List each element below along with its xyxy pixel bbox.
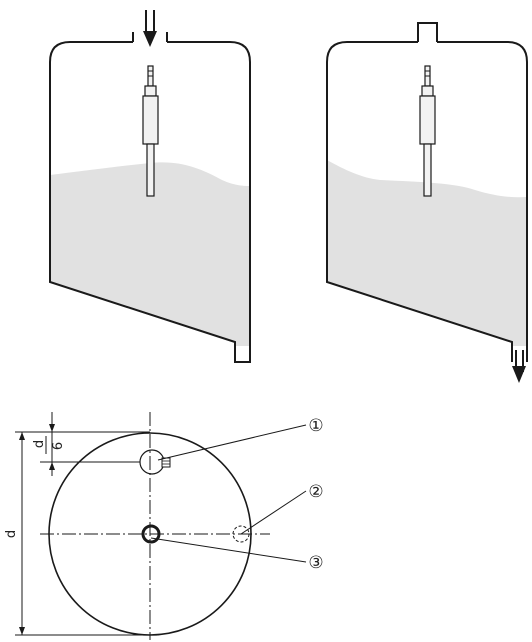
liquid-fill-right	[327, 160, 527, 346]
sensor-position-2	[232, 525, 250, 543]
tank-emptying	[326, 22, 528, 383]
tank-filling	[49, 10, 251, 363]
sensor-position-3	[141, 524, 161, 544]
sensor-position-1	[139, 449, 165, 475]
inflow-arrow	[143, 10, 157, 47]
dimension-d-label: d	[4, 530, 19, 538]
level-sensor-right	[419, 65, 436, 197]
tank-outline-left	[49, 41, 251, 363]
dimension-d	[15, 431, 150, 636]
callout-1: ①	[308, 416, 323, 436]
callout-3: ③	[308, 553, 323, 573]
callout-2: ②	[308, 482, 323, 502]
liquid-fill-left	[50, 162, 250, 346]
tank-top-view: ① ② ③ d 6 d	[4, 412, 324, 640]
dimension-fraction-denominator: 6	[51, 442, 66, 450]
leader-line-3	[150, 537, 307, 563]
capped-nozzle	[417, 22, 438, 42]
tank-outline-right	[326, 41, 528, 362]
outflow-arrow	[512, 350, 526, 383]
level-sensor-left	[142, 65, 159, 197]
dimension-fraction-numerator: d	[32, 440, 47, 448]
leader-line-1	[157, 424, 307, 461]
leader-line-2	[240, 490, 307, 535]
dimension-d-over-6	[40, 412, 150, 476]
sensor-head-icon	[161, 457, 171, 468]
